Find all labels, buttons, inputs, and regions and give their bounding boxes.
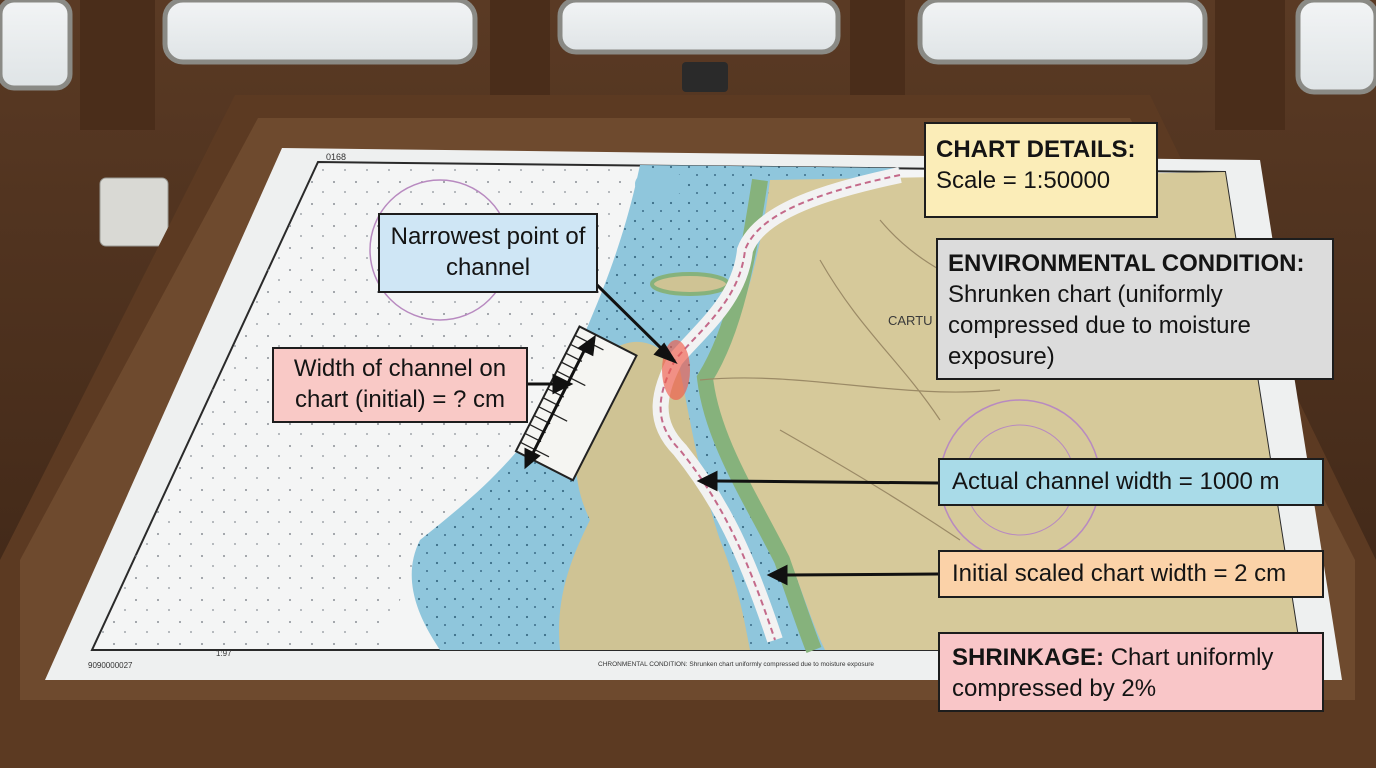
shrinkage-box: SHRINKAGE: Chart uniformly compressed by…	[938, 632, 1324, 712]
window-pillar	[1215, 0, 1285, 130]
annotation-arrows	[524, 280, 939, 586]
actual-width-text: Actual channel width = 1000 m	[952, 468, 1280, 495]
label-width-initial: Width of channel on chart (initial) = ? …	[272, 347, 528, 423]
environmental-condition-box: ENVIRONMENTAL CONDITION: Shrunken chart …	[936, 238, 1334, 380]
label-width-initial-text: Width of channel on chart (initial) = ? …	[293, 355, 507, 413]
chart-corner-code: 0168	[326, 152, 346, 162]
island	[635, 169, 685, 199]
window-pillar	[490, 0, 550, 95]
chart-footer-mid: 1:97	[216, 649, 232, 658]
bridge-windows	[0, 0, 1376, 95]
island	[650, 272, 730, 296]
chart-footer-left: 9090000027	[88, 661, 133, 670]
actual-width-box: Actual channel width = 1000 m	[938, 458, 1324, 506]
shrinkage-text: Chart uniformly compressed by 2%	[952, 644, 1274, 702]
chart-details-title: CHART DETAILS:	[936, 136, 1136, 163]
label-narrowest-point: Narrowest point of channel	[378, 213, 598, 293]
environmental-condition-title: ENVIRONMENTAL CONDITION:	[948, 250, 1305, 277]
environmental-condition-text: Shrunken chart (uniformly compressed due…	[948, 281, 1251, 370]
chart-footer-note: CHRONMENTAL CONDITION: Shrunken chart un…	[598, 661, 874, 668]
window-latch	[682, 62, 728, 92]
land-west	[559, 341, 750, 650]
initial-scaled-width-box: Initial scaled chart width = 2 cm	[938, 550, 1324, 598]
wall-socket	[99, 177, 169, 247]
chart-details-box: CHART DETAILS: Scale = 1:50000	[924, 122, 1158, 218]
window-pillar	[80, 0, 155, 130]
chart-place-name: CARTU	[888, 313, 933, 328]
shrinkage-title: SHRINKAGE:	[952, 644, 1105, 671]
initial-scaled-width-text: Initial scaled chart width = 2 cm	[952, 560, 1287, 587]
window-pillar	[850, 0, 905, 95]
label-narrowest-point-text: Narrowest point of channel	[390, 223, 586, 281]
chart-details-scale: Scale = 1:50000	[936, 167, 1111, 194]
